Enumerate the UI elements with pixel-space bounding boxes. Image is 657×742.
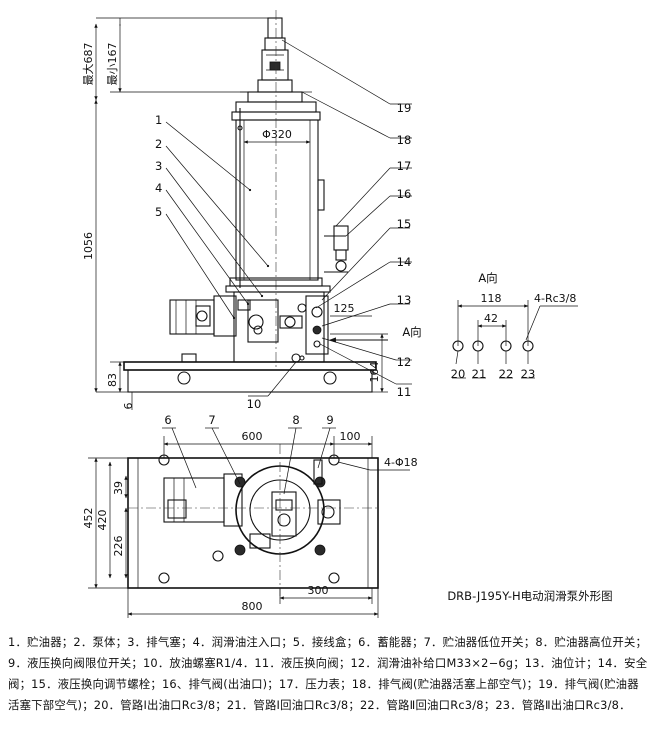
callout-4: 4 [155,181,162,195]
parts-legend: 1．贮油器；2．泵体；3．排气塞；4．润滑油注入口；5．接线盒；6．蓄能器；7．… [8,635,648,712]
dim-100: 100 [340,430,361,443]
callout-2: 2 [155,137,162,151]
dim-420: 420 [96,510,109,531]
dim-min-167: 最小167 [106,43,119,86]
dim-600: 600 [242,430,263,443]
port-22: 22 [499,367,514,381]
dim-226: 226 [112,536,125,557]
dim-42: 42 [484,312,498,325]
callout-15: 15 [397,217,412,231]
dim-452: 452 [82,508,95,529]
dim-4-rc38: 4-Rc3/8 [534,292,576,305]
dim-max-687: 最大687 [81,43,95,86]
dim-83: 83 [106,373,119,387]
dim-125: 125 [334,302,355,315]
callout-1: 1 [155,113,162,127]
callout-13: 13 [397,293,412,307]
pump-outline-drawing: 最大687 最小167 1056 83 6 Φ320 164 125 A向 1 … [81,10,613,618]
dim-height-1056: 1056 [82,232,95,260]
callout-6: 6 [164,413,171,427]
callout-12: 12 [397,355,412,369]
port-21: 21 [472,367,487,381]
callout-16: 16 [397,187,412,201]
dim-164: 164 [368,362,381,383]
callout-7: 7 [208,413,215,427]
callout-18: 18 [397,133,412,147]
plan-callouts: 6 7 8 9 [162,413,336,495]
front-callouts: 1 2 3 4 5 10 11 12 13 14 15 16 17 18 [155,39,412,411]
port-20: 20 [451,367,466,381]
plan-view [127,444,379,596]
callout-3: 3 [155,159,162,173]
callout-11: 11 [397,385,412,399]
dim-300: 300 [308,584,329,597]
callout-5: 5 [155,205,162,219]
callout-17: 17 [397,159,412,173]
port-23: 23 [521,367,536,381]
callout-9: 9 [326,413,333,427]
view-a: A向 118 42 4-Rc3/8 20 21 22 23 [451,271,578,381]
dim-6: 6 [122,403,135,410]
arrow-a-label: A向 [402,325,421,339]
dim-phi-320: Φ320 [262,128,292,141]
callout-19: 19 [397,101,412,115]
dim-4-phi18: 4-Φ18 [384,456,418,469]
callout-10: 10 [247,397,262,411]
plan-view-dimensions: 600 100 4-Φ18 452 420 39 226 300 800 [82,430,418,618]
dim-118: 118 [481,292,502,305]
callout-8: 8 [292,413,299,427]
front-view-dimensions: 最大687 最小167 1056 83 6 Φ320 164 125 A向 [81,17,422,410]
front-view [123,10,377,393]
view-a-label: A向 [478,271,497,285]
callout-14: 14 [397,255,412,269]
dim-800: 800 [242,600,263,613]
drawing-title: DRB-J195Y-H电动润滑泵外形图 [447,589,612,603]
dim-39: 39 [112,481,125,495]
